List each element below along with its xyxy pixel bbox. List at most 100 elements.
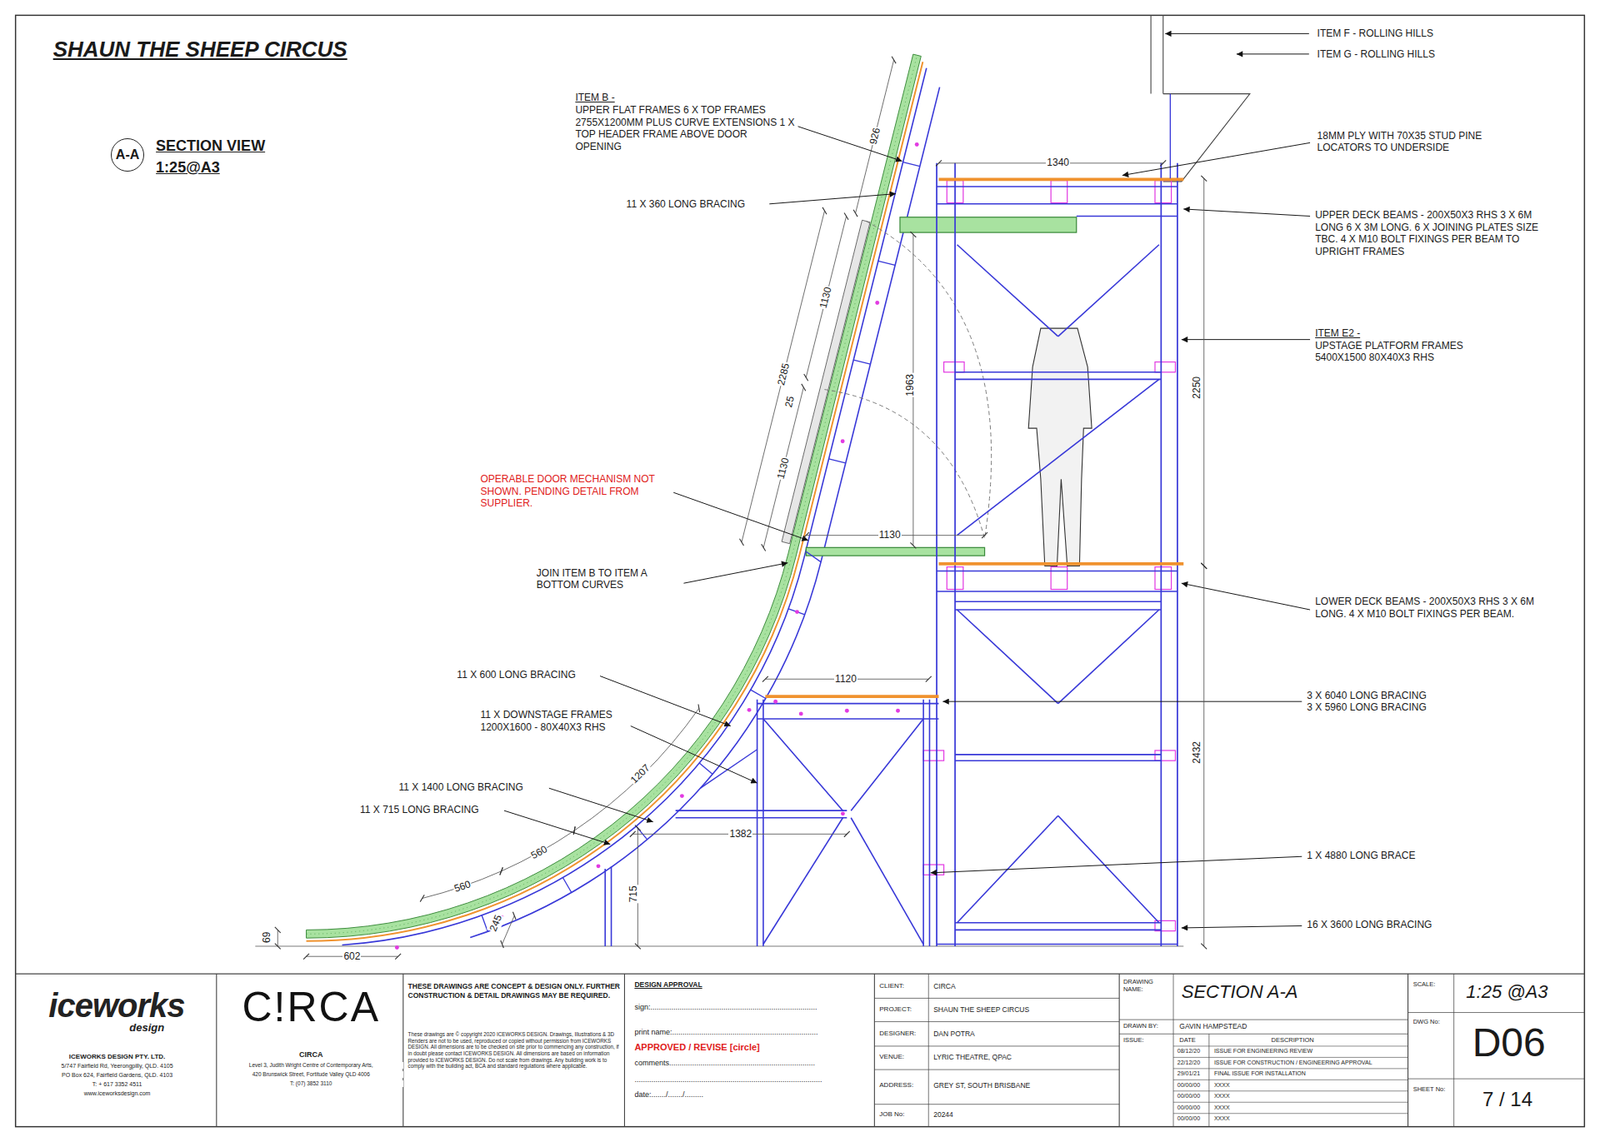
table-label: DRAWN BY: <box>1122 1022 1160 1030</box>
table-line <box>1453 974 1455 1128</box>
dimension: 560 <box>527 843 550 863</box>
issue-description: XXXX <box>1213 1082 1231 1090</box>
dimension: 69 <box>261 930 275 944</box>
dimension: 715 <box>627 885 640 905</box>
leader-line <box>549 788 654 822</box>
table-line <box>928 974 930 1128</box>
table-label: PROJECT: <box>878 1005 913 1015</box>
table-line <box>1173 1068 1409 1070</box>
table-value: GREY ST, SOUTH BRISBANE <box>932 1081 1031 1090</box>
bolt-hole <box>799 711 804 716</box>
callout-note: 11 X 1400 LONG BRACING <box>398 781 525 795</box>
client-details: CIRCA <box>220 1050 402 1060</box>
dimension: 25 <box>782 394 798 410</box>
downstage-frame <box>675 810 848 812</box>
frame-member <box>936 185 1178 188</box>
table-line <box>874 1104 1120 1105</box>
dimension: 1130 <box>878 529 902 542</box>
callout-note: 11 X 715 LONG BRACING <box>359 804 480 817</box>
bracing <box>700 750 758 789</box>
callout-note: 11 X 600 LONG BRACING <box>455 669 577 682</box>
frame-member <box>955 760 1161 762</box>
table-label: CLIENT: <box>878 982 905 991</box>
leader-line <box>504 810 610 845</box>
dimension-line <box>501 830 575 872</box>
frame-rib <box>750 690 766 699</box>
leader-line <box>930 856 1303 874</box>
frame-member <box>1076 215 1178 218</box>
frame-member <box>936 944 1178 946</box>
issue-date: 00/00/00 <box>1176 1115 1201 1124</box>
approval-field: print name:.............................… <box>633 1028 819 1038</box>
callout-note: UPPER FLAT FRAMES 6 X TOP FRAMES 2755X12… <box>574 104 795 154</box>
item-heading: ITEM B - <box>574 91 615 105</box>
support-post <box>610 866 613 946</box>
diagonal-brace <box>1058 815 1160 924</box>
diagonal-brace <box>957 245 1059 337</box>
issue-date: 00/00/00 <box>1176 1105 1201 1113</box>
frame-rib <box>853 360 870 365</box>
title-block-line <box>1407 974 1409 1128</box>
frame-member <box>955 922 1161 925</box>
table-label: DWG No: <box>1412 1018 1451 1026</box>
approval-field: comments................................… <box>633 1059 816 1069</box>
downstage-frame <box>757 718 940 720</box>
callout-note: 18MM PLY WITH 70X35 STUD PINE LOCATORS T… <box>1316 130 1528 155</box>
dimension-line <box>277 930 279 947</box>
table-line <box>1173 1045 1409 1047</box>
table-label: DESIGNER: <box>878 1030 917 1039</box>
dimension: 2285 <box>775 360 793 387</box>
title-block-line <box>15 973 1585 975</box>
issue-description: ISSUE FOR CONSTRUCTION / ENGINEERING APP… <box>1213 1060 1374 1068</box>
section-marker: A-A <box>110 138 145 172</box>
table-line <box>874 1070 1120 1071</box>
leader-line <box>769 194 896 205</box>
joining-plate <box>1050 567 1068 590</box>
client-details: 420 Brunswick Street, Fortitude Valley Q… <box>218 1071 404 1079</box>
joining-plate <box>1050 180 1068 204</box>
dimension: 1130 <box>817 285 835 311</box>
callout-note: 11 X 360 LONG BRACING <box>625 198 747 211</box>
bolt-hole <box>395 945 400 950</box>
table-label: ISSUE: <box>1122 1036 1145 1045</box>
diagonal-brace <box>763 719 843 811</box>
diagonal-brace <box>1058 610 1160 705</box>
table-line <box>1208 1034 1210 1127</box>
frame-member <box>955 600 1161 603</box>
person-figure <box>1028 328 1092 566</box>
rolling-hills-frame <box>1150 15 1152 94</box>
view-title: SECTION VIEW <box>155 137 266 156</box>
upright-frame <box>1176 163 1179 947</box>
table-label: DRAWING NAME: <box>1122 978 1171 994</box>
callout-note: 1 X 4880 LONG BRACE <box>1305 850 1416 863</box>
downstage-frame <box>922 700 925 947</box>
bolt-hole <box>915 142 920 147</box>
table-value: DAN POTRA <box>932 1030 976 1039</box>
leader-line <box>673 492 809 541</box>
dimension: 1382 <box>728 828 753 841</box>
leader-line <box>798 126 903 162</box>
downstage-frame <box>762 700 765 947</box>
company-details: ICEWORKS DESIGN PTY. LTD. <box>18 1053 216 1062</box>
table-label: JOB No: <box>878 1110 905 1120</box>
table-line <box>1173 1102 1409 1104</box>
section-marker-text: A-A <box>115 147 140 163</box>
diagonal-brace <box>763 818 843 945</box>
table-line <box>1119 1034 1408 1035</box>
table-line <box>1173 1057 1409 1059</box>
table-label: SHEET No: <box>1412 1085 1451 1094</box>
leader-line <box>630 726 758 785</box>
table-value: SHAUN THE SHEEP CIRCUS <box>932 1005 1030 1015</box>
upper-landing <box>900 217 1077 233</box>
table-label: VENUE: <box>878 1053 905 1062</box>
bolt-hole <box>840 439 845 444</box>
drawing-number: D06 <box>1471 1019 1547 1069</box>
bolt-bracket <box>923 750 944 761</box>
frame-rib <box>788 609 805 615</box>
door-panel <box>781 220 870 544</box>
disclaimer-heading: THESE DRAWINGS ARE CONCEPT & DESIGN ONLY… <box>407 982 622 1000</box>
view-scale: 1:25@A3 <box>155 159 221 178</box>
bolt-bracket <box>923 865 944 875</box>
frame-member <box>936 590 1178 593</box>
steel-frame <box>470 87 940 939</box>
